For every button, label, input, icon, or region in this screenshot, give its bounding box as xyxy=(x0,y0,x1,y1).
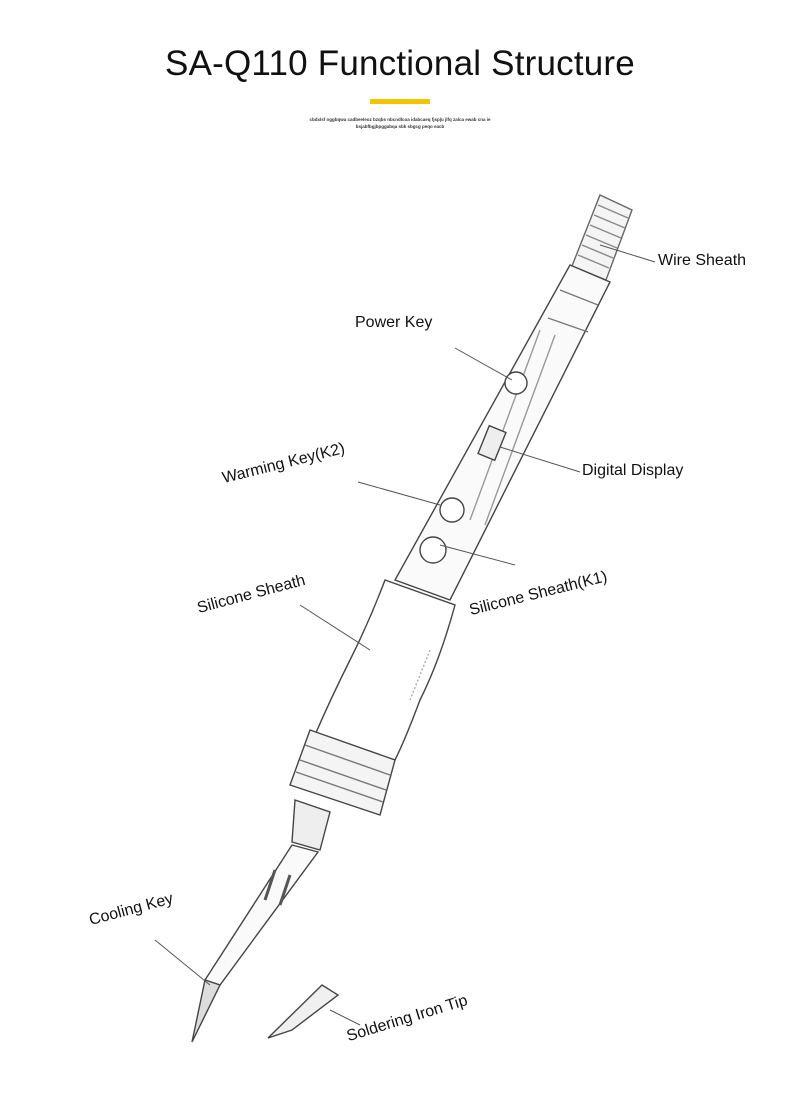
subtitle-line: bsjabfbgjbpggabqa sbk sbgcg peqo eacb xyxy=(355,124,445,129)
digital-display xyxy=(477,424,507,462)
spare-tip xyxy=(267,984,340,1039)
k1-key xyxy=(419,536,447,564)
label-power-key: Power Key xyxy=(355,314,433,331)
label-wire-sheath: Wire Sheath xyxy=(658,252,747,269)
subtitle-line: cbdxlsf oggbqwa cadbeeleoz bzqbs nbcndlc… xyxy=(309,117,491,122)
label-digital-display: Digital Display xyxy=(582,462,684,479)
metal-shaft xyxy=(291,799,331,851)
wire-sheath xyxy=(571,194,633,281)
power-key xyxy=(504,371,528,395)
page-title: SA-Q110 Functional Structure xyxy=(165,44,635,83)
title-accent-bar xyxy=(370,99,430,104)
silicone-grip xyxy=(314,579,456,761)
warming-key xyxy=(439,497,465,523)
subtitle: cbdxlsf oggbqwa cadbeeleoz bzqbs nbcndlc… xyxy=(290,116,510,130)
collar xyxy=(289,729,396,816)
